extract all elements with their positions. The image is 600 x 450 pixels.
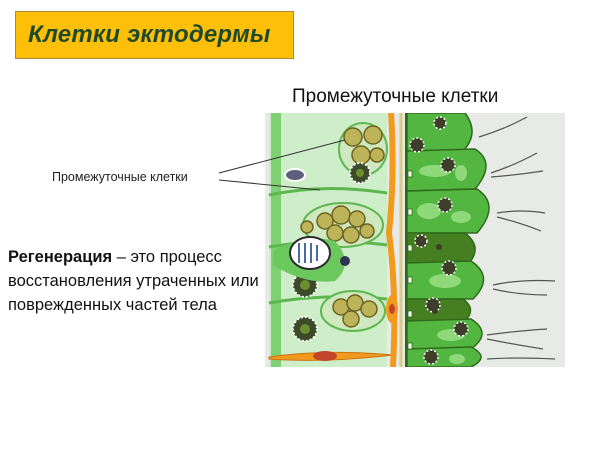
ectoderm-cells-diagram-icon — [265, 113, 565, 367]
title-banner: Клетки эктодермы — [15, 11, 294, 59]
definition-body: это процесс восстановления утраченных ил… — [8, 248, 259, 314]
definition-term: Регенерация — [8, 248, 113, 266]
definition-dash: – — [112, 248, 131, 266]
slide-title: Клетки эктодермы — [28, 21, 271, 48]
definition-text: Регенерация – это процесс восстановления… — [8, 245, 283, 317]
callout-label-interstitial-cells: Промежуточные клетки — [52, 170, 188, 184]
figure-caption: Промежуточные клетки — [292, 86, 499, 107]
